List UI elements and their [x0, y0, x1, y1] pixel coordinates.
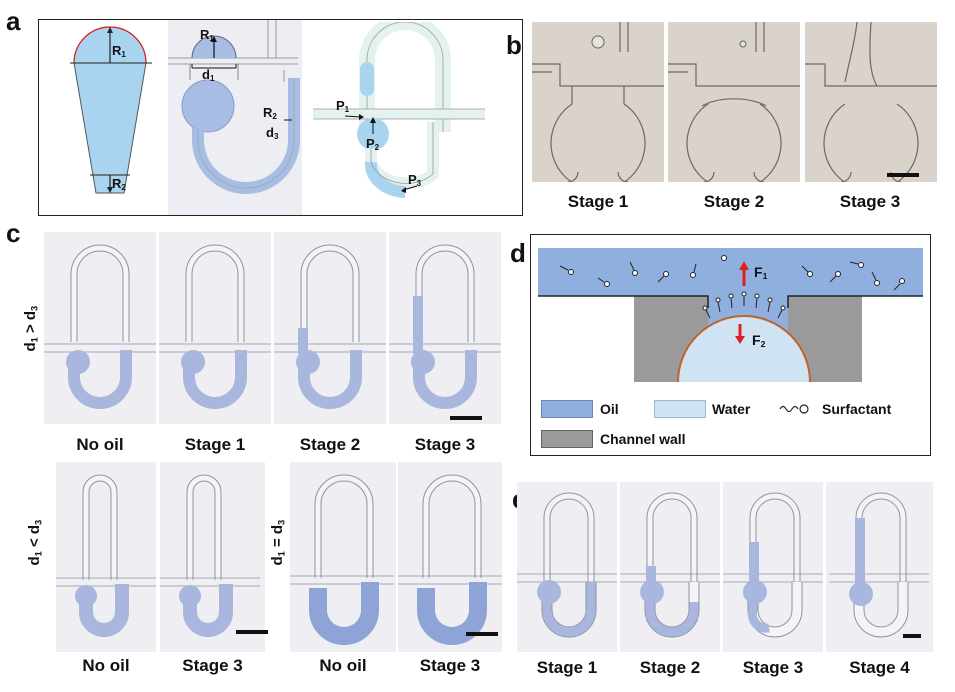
b-micrograph-stage-2 — [668, 22, 800, 182]
e-caption-stage-4: Stage 4 — [849, 658, 910, 677]
e-caption-stage-1: Stage 1 — [536, 658, 598, 677]
legend-surfactant-icon — [779, 404, 809, 414]
legend-label-oil: Oil — [600, 401, 619, 417]
c-row2a-condition-label: d1 < d3 — [26, 519, 44, 566]
label-r2-micrograph: R2 — [263, 105, 277, 121]
c-row1-caption-stage-3: Stage 3 — [414, 435, 476, 454]
label-p1: P1 — [336, 98, 350, 114]
label-f1: F1 — [754, 264, 768, 282]
c-row2b-caption-no-oil: No oil — [319, 656, 367, 675]
c-row2a-image-stage-3 — [160, 462, 265, 652]
e-image-stage-3 — [723, 482, 823, 652]
c-row1-caption-no-oil: No oil — [76, 435, 124, 454]
label-d3: d3 — [266, 125, 279, 141]
c-row1-caption-stage-1: Stage 1 — [184, 435, 246, 454]
e-image-stage-1 — [517, 482, 617, 652]
label-p3: P3 — [408, 172, 422, 188]
c-row1-image-stage-1 — [159, 232, 271, 424]
b-caption-stage-1: Stage 1 — [567, 192, 629, 211]
panel-a-funnel-schematic — [70, 26, 152, 194]
c-row2a-image-no-oil — [56, 462, 156, 652]
legend-label-surfactant: Surfactant — [822, 401, 892, 417]
c-row1-caption-stage-2: Stage 2 — [299, 435, 361, 454]
label-r1-micrograph: R1 — [200, 27, 214, 43]
label-f2: F2 — [752, 332, 766, 350]
c-row2b-caption-stage-3: Stage 3 — [419, 656, 481, 675]
label-r1-schematic: R1 — [112, 43, 126, 59]
label-r2-schematic: R2 — [112, 176, 126, 192]
label-p2: P2 — [366, 136, 380, 152]
panel-d-interface-schematic — [538, 248, 923, 382]
legend-swatch-water — [654, 400, 706, 418]
legend-swatch-oil — [541, 400, 593, 418]
c-row1-device-drawings — [44, 232, 501, 420]
b-micrograph-stage-1 — [532, 22, 664, 182]
b-micrograph-stage-3 — [805, 22, 937, 182]
e-caption-stage-3: Stage 3 — [742, 658, 804, 677]
c-row2-device-drawings — [56, 462, 502, 652]
panel-label-d: d — [510, 238, 526, 268]
e-device-drawings — [517, 482, 933, 638]
legend-swatch-wall — [541, 430, 593, 448]
e-image-stage-2 — [620, 482, 720, 652]
c-row2a-caption-stage-3: Stage 3 — [182, 656, 243, 675]
c-row2a-caption-no-oil: No oil — [82, 656, 130, 675]
e-caption-stage-2: Stage 2 — [639, 658, 701, 677]
e-image-stage-4 — [826, 482, 933, 652]
panel-label-c: c — [6, 218, 21, 248]
b-caption-stage-2: Stage 2 — [703, 192, 765, 211]
c-row1-image-stage-3 — [389, 232, 501, 424]
c-row1-image-stage-2 — [274, 232, 386, 424]
panel-a-pressure-schematic — [313, 22, 485, 198]
c-row2b-image-no-oil — [290, 462, 396, 652]
c-row1-image-no-oil — [44, 232, 156, 424]
b-micrograph-drawings — [532, 22, 937, 182]
panel-label-b: b — [506, 30, 522, 60]
c-row1-condition-label: d1 > d3 — [22, 305, 40, 352]
b-caption-stage-3: Stage 3 — [839, 192, 901, 211]
panel-label-a: a — [6, 6, 21, 36]
legend-label-water: Water — [712, 401, 751, 417]
label-d1: d1 — [202, 67, 215, 83]
legend-label-wall: Channel wall — [600, 431, 686, 447]
panel-a-micrograph-drawing — [168, 20, 300, 194]
